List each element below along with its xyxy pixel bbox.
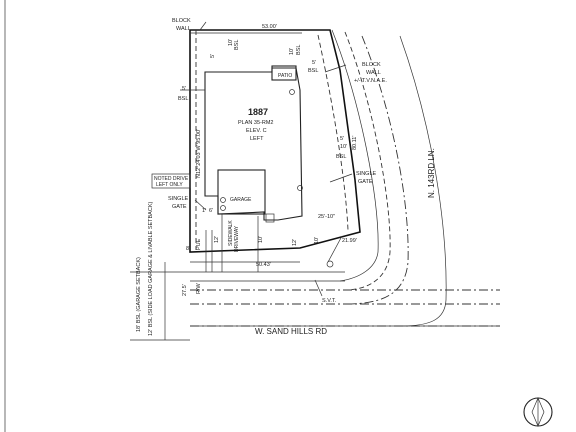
block-wall-east — [317, 34, 349, 231]
garage-label: GARAGE — [230, 197, 252, 203]
dim-left-side-1: 1' — [202, 208, 206, 214]
patio-outline — [271, 65, 297, 81]
noted-drive-label-1: NOTED DRIVE — [154, 176, 189, 182]
driveway-label: DRIVEWAY — [234, 225, 240, 252]
dim-east-bsl-3: 5' — [340, 136, 344, 142]
east-row-outer — [399, 35, 447, 327]
block-wall-top-label-2: WALL — [176, 26, 191, 32]
pue-label: PUE — [196, 238, 202, 250]
leader-single-gate-right — [329, 173, 353, 183]
sidewalk-label: SIDEWALK — [228, 220, 234, 246]
curve-chord — [327, 235, 343, 263]
dim-side-gap-3: 12' — [292, 239, 298, 246]
east-centerline — [344, 35, 409, 305]
ac-pad — [265, 213, 275, 223]
block-wall-top-label-1: BLOCK — [172, 18, 191, 24]
bsl-side-label: 18' BSL (GARAGE SETBACK) — [136, 257, 142, 332]
leader-svt — [314, 279, 323, 297]
dim-east-bsl-1-label: BSL — [308, 68, 318, 74]
meter-2 — [220, 205, 226, 211]
block-wall-right-label-1: BLOCK — [362, 62, 381, 68]
street-south-label: W. SAND HILLS RD — [255, 327, 327, 336]
dim-rw-depth: 27.5' — [182, 284, 188, 296]
rw-label: R/W — [196, 283, 202, 295]
single-gate-left-label-2: GATE — [172, 204, 187, 210]
dim-front-setback: 25'-10" — [318, 214, 335, 220]
dim-east-bsl-2-label: BSL — [336, 154, 346, 160]
lot-elevation: ELEV. C — [246, 128, 267, 134]
dim-top-bsl-label: BSL — [234, 40, 240, 50]
dim-top-width: 53.00' — [262, 24, 277, 30]
lot-number: 1887 — [248, 107, 268, 117]
single-gate-right-label-2: GATE — [358, 179, 373, 185]
noted-drive-box — [151, 173, 191, 189]
dim-west-bsl: 5' — [182, 86, 186, 92]
patio-label: PATIO — [278, 73, 292, 79]
bsl-front-label: 12' BSL (SIDE LOAD GARAGE & LIVABLE SETB… — [148, 202, 154, 336]
building-footprint — [204, 67, 303, 221]
garage-outline — [217, 169, 266, 215]
lot-plan: PLAN 35-RM2 — [238, 120, 273, 126]
street-east-label: N. 143RD LN. — [427, 148, 436, 198]
dim-pue-depth: 8' — [186, 246, 190, 252]
dim-curve: 21.99' — [342, 238, 357, 244]
leader-block-wall-top — [199, 21, 207, 31]
dim-side-gap-1: 12' — [214, 236, 220, 243]
dim-top-bsl-10: 10' — [228, 39, 234, 46]
lot-side: LEFT — [250, 136, 264, 142]
meter-1 — [220, 197, 226, 203]
block-wall-right-label-3: +/- T.V.N.A.E. — [354, 78, 387, 84]
dim-top-bsl-10b: 10' — [289, 48, 295, 55]
leader-single-gate-left — [194, 199, 207, 211]
east-row-inner — [331, 29, 379, 282]
hose-bib-top — [289, 89, 295, 95]
svt-mark — [326, 260, 334, 268]
single-gate-right-label-1: SINGLE — [356, 171, 377, 177]
dim-east-bsl-1: 5' — [312, 60, 316, 66]
hose-bib-side — [297, 185, 303, 191]
lot-boundary — [189, 29, 361, 253]
dim-west-bsl-label: BSL — [178, 96, 188, 102]
dim-west-bearing: N12°24'03"W 95.00' — [196, 129, 202, 178]
north-arrow — [523, 397, 553, 427]
dim-bottom-width: 50.43' — [256, 262, 271, 268]
noted-drive-label-2: LEFT ONLY — [156, 182, 183, 188]
block-wall-right-label-2: WALL — [366, 70, 381, 76]
dim-east-length: 80.11' — [352, 136, 358, 150]
leader-block-wall-right — [324, 64, 347, 73]
dim-rear-gap: 5' — [210, 54, 216, 58]
dim-side-gap-4: 10' — [314, 237, 320, 244]
single-gate-left-label-1: SINGLE — [168, 196, 189, 202]
dim-left-side-2: 6' — [209, 208, 213, 214]
svt-label: S.V.T. — [322, 298, 337, 304]
dim-east-bsl-2: 10' — [340, 144, 347, 150]
dim-top-bsl-label-b: BSL — [296, 45, 302, 55]
east-row-mid — [344, 31, 391, 291]
dim-side-gap-2: 10' — [258, 236, 264, 243]
